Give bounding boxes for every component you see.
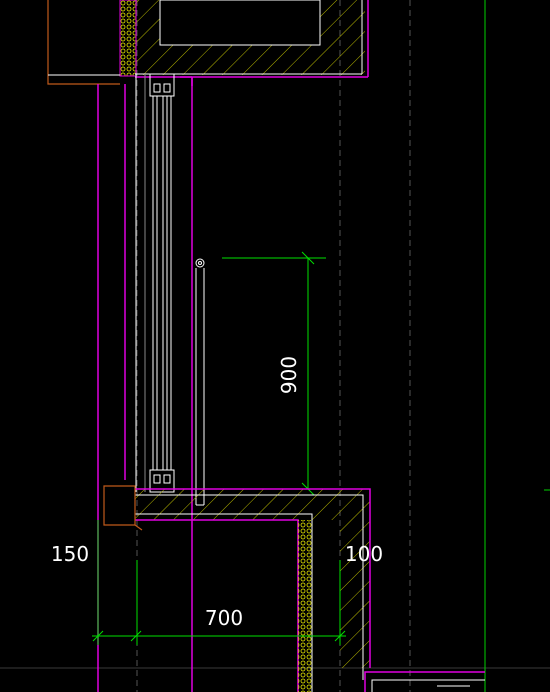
left-offset-label: 150 [51, 542, 89, 566]
opening-outline [180, 76, 193, 692]
window-frame [135, 73, 175, 493]
edge-detail [103, 485, 143, 531]
reference-lines [484, 0, 550, 692]
handrail-post [195, 258, 205, 506]
balcony-depth-label: 700 [205, 606, 243, 630]
lower-slab [134, 488, 371, 692]
right-thickness-label: 100 [345, 542, 383, 566]
balcony-depth-dimension [92, 520, 346, 645]
railing-height-label: 900 [277, 356, 301, 394]
railing-height-dimension [222, 251, 326, 496]
left-wall-outline [97, 84, 126, 692]
upper-slab [47, 0, 369, 85]
floor-edge [364, 671, 485, 692]
